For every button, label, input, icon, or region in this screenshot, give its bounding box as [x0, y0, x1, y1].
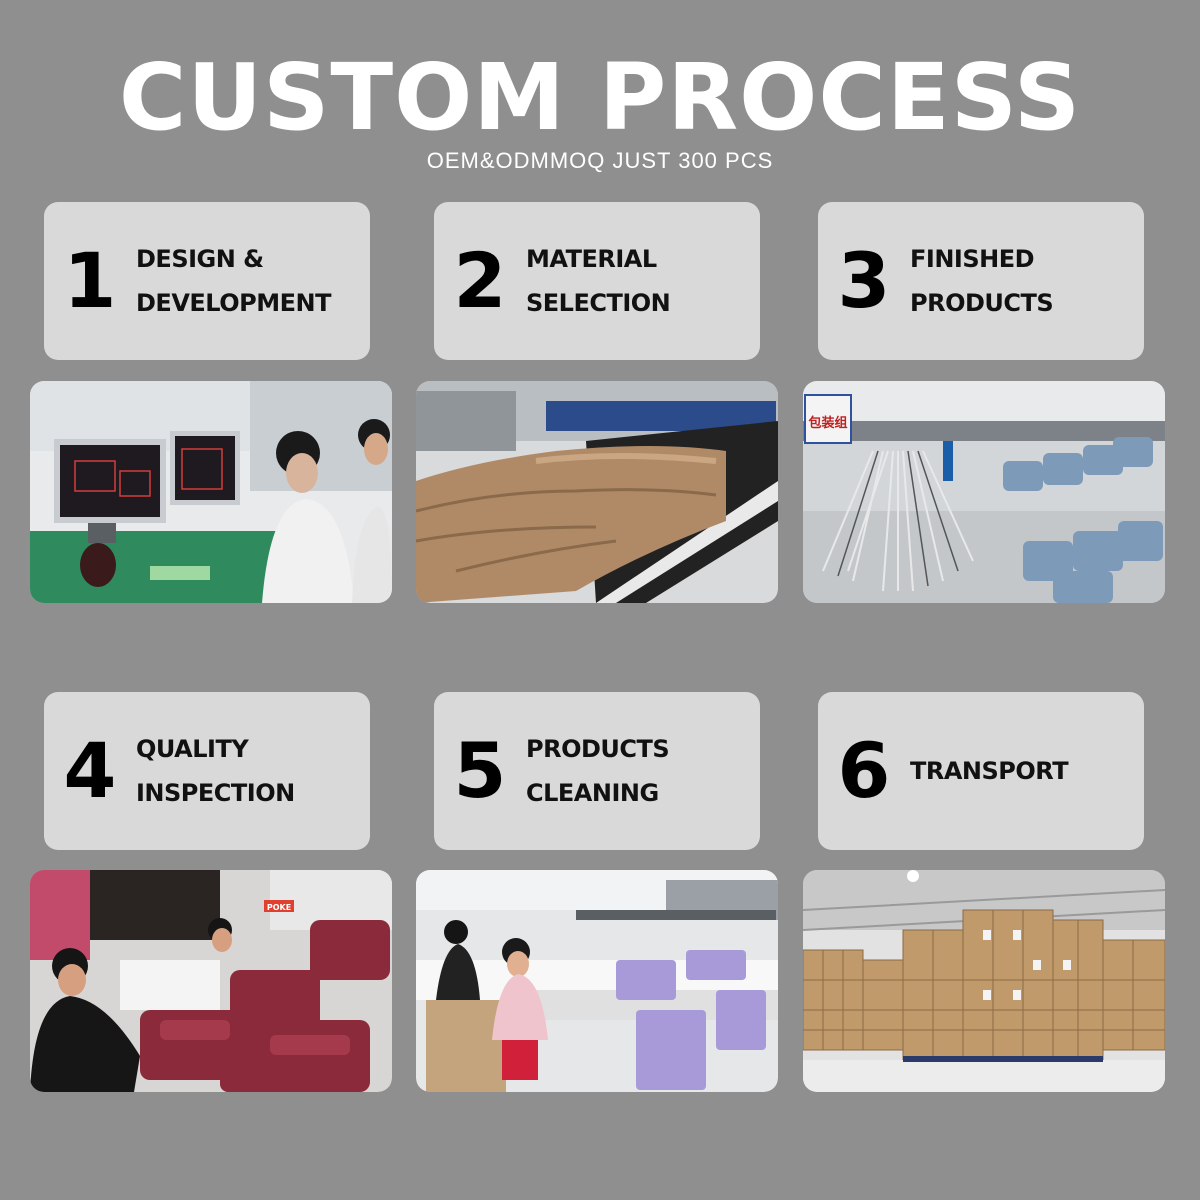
step-label: QUALITY INSPECTION	[136, 735, 295, 807]
photo-finished-products: 包装组	[803, 381, 1165, 603]
step-number: 4	[63, 726, 117, 815]
photo-material-cutting	[416, 381, 778, 603]
step-number: 3	[837, 236, 891, 325]
step-number: 2	[453, 236, 507, 325]
step-label: PRODUCTS CLEANING	[526, 735, 670, 807]
step-card-2: 2 MATERIAL SELECTION	[434, 202, 760, 360]
step-card-3: 3 FINISHED PRODUCTS	[818, 202, 1144, 360]
step-label: TRANSPORT	[910, 757, 1069, 785]
step-label: DESIGN & DEVELOPMENT	[136, 245, 331, 317]
photo-design-office	[30, 381, 392, 603]
step-card-4: 4 QUALITY INSPECTION	[44, 692, 370, 850]
step-card-5: 5 PRODUCTS CLEANING	[434, 692, 760, 850]
step-number: 6	[837, 726, 891, 815]
step-label: FINISHED PRODUCTS	[910, 245, 1054, 317]
page-subtitle: OEM&ODMMOQ JUST 300 PCS	[426, 148, 774, 173]
step-card-6: 6 TRANSPORT	[818, 692, 1144, 850]
sign-text: POKE	[267, 903, 291, 912]
step-card-1: 1 DESIGN & DEVELOPMENT	[44, 202, 370, 360]
photo-products-cleaning	[416, 870, 778, 1092]
photo-quality-inspection: POKE	[30, 870, 392, 1092]
step-number: 5	[453, 726, 507, 815]
step-label: MATERIAL SELECTION	[526, 245, 671, 317]
photo-transport-warehouse	[803, 870, 1165, 1092]
page-title: CUSTOM PROCESS	[118, 44, 1082, 151]
sign-text: 包装组	[808, 415, 847, 431]
step-number: 1	[63, 236, 117, 325]
